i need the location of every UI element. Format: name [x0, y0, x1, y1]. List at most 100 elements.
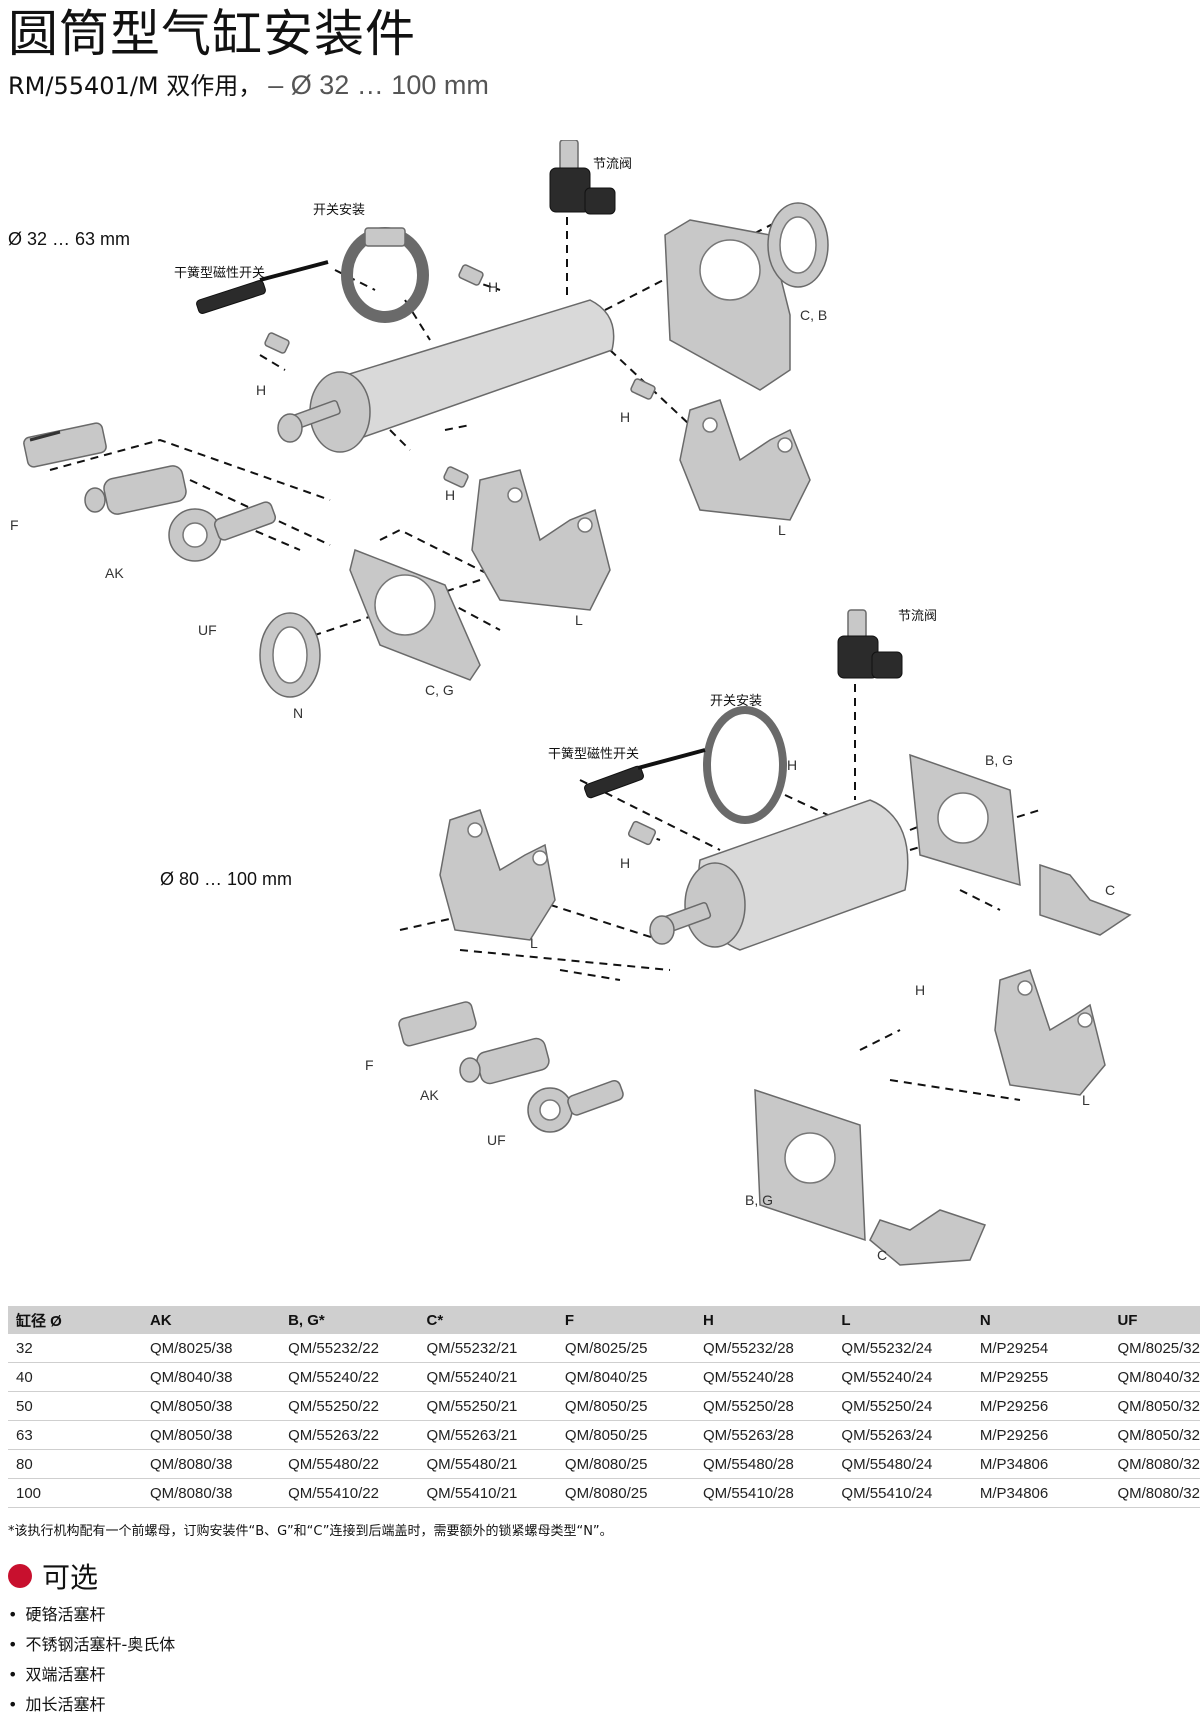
table-cell: QM/8050/25: [556, 1391, 695, 1421]
page-title: 圆筒型气缸安装件: [8, 5, 416, 63]
label-c-2: C: [877, 1247, 887, 1263]
red-bullet-icon: [8, 1564, 32, 1588]
lock-nut-n-upper: [259, 612, 321, 698]
switch-mount-label-upper: 开关安装: [313, 203, 365, 218]
table-cell: M/P29254: [971, 1334, 1110, 1363]
table-cell: QM/55263/24: [833, 1420, 972, 1450]
table-cell: QM/8025/25: [556, 1334, 695, 1363]
col-ak: AK: [141, 1306, 281, 1334]
list-item: 双端活塞杆: [8, 1660, 175, 1690]
table-cell: QM/55480/22: [280, 1449, 419, 1479]
rod-eye-uf-upper: [168, 501, 277, 562]
table-cell: QM/55250/21: [418, 1391, 557, 1421]
cylinder-upper: [277, 299, 615, 453]
options-heading: 可选: [8, 1556, 98, 1596]
table-cell: QM/55250/24: [833, 1391, 972, 1421]
table-cell: QM/8050/25: [556, 1420, 695, 1450]
options-title: 可选: [42, 1561, 99, 1594]
table-cell: QM/55480/24: [833, 1449, 972, 1479]
rod-eye-uf-lower: [527, 1079, 624, 1133]
col-h: H: [695, 1306, 834, 1334]
label-h-4: H: [445, 487, 455, 503]
table-cell: 40: [8, 1362, 142, 1392]
bore-range: – Ø 32 … 100 mm: [268, 70, 489, 100]
label-bg-1: B, G: [985, 752, 1013, 768]
table-cell: QM/55250/28: [695, 1391, 834, 1421]
table-cell: QM/55263/28: [695, 1420, 834, 1450]
list-item: 不锈钢活塞杆-奥氏体: [8, 1630, 175, 1660]
exploded-assembly-diagram: Ø 32 … 63 mm 节流阀 开关安装 干簧型磁性开关: [8, 140, 1132, 1266]
table-cell: QM/8040/32: [1109, 1362, 1200, 1392]
reed-switch-upper: [196, 260, 329, 314]
label-cb: C, B: [800, 307, 827, 323]
label-bg-2: B, G: [745, 1192, 773, 1208]
table-cell: QM/8050/38: [141, 1420, 281, 1450]
model-text: RM/55401/M 双作用，: [8, 72, 263, 100]
table-cell: QM/55232/24: [833, 1334, 972, 1363]
label-uf-1: UF: [198, 622, 217, 638]
table-cell: M/P29255: [971, 1362, 1110, 1392]
label-h-1: H: [488, 279, 498, 295]
table-cell: QM/8025/38: [141, 1334, 281, 1363]
table-cell: 63: [8, 1420, 142, 1450]
reed-switch-lower: [584, 748, 706, 799]
table-cell: QM/8050/32: [1109, 1420, 1200, 1450]
col-c: C*: [418, 1306, 557, 1334]
label-h-3: H: [620, 409, 630, 425]
table-cell: QM/55410/28: [695, 1478, 834, 1508]
label-l-2: L: [575, 612, 583, 628]
col-bore: 缸径 Ø: [8, 1306, 142, 1334]
table-cell: QM/8080/32: [1109, 1478, 1200, 1508]
options-list: 硬铬活塞杆 不锈钢活塞杆-奥氏体 双端活塞杆 加长活塞杆: [8, 1600, 175, 1720]
label-f-2: F: [365, 1057, 374, 1073]
table-cell: QM/55263/22: [280, 1420, 419, 1450]
rod-adapter-ak-upper: [84, 465, 187, 515]
throttle-valve-label-lower: 节流阀: [898, 609, 937, 624]
bracket-c-lower-top: [1039, 863, 1132, 936]
table-cell: 80: [8, 1449, 142, 1479]
label-c-1: C: [1105, 882, 1115, 898]
bracket-c-lower-bottom: [869, 1209, 987, 1266]
table-cell: QM/55240/28: [695, 1362, 834, 1392]
table-cell: QM/55480/28: [695, 1449, 834, 1479]
label-l-4: L: [1082, 1092, 1090, 1108]
l-bracket-upper-right: [679, 399, 811, 521]
table-cell: QM/8040/38: [141, 1362, 281, 1392]
table-cell: QM/8080/25: [556, 1449, 695, 1479]
table-cell: QM/55232/21: [418, 1334, 557, 1363]
upper-group-label: Ø 32 … 63 mm: [8, 229, 130, 249]
table-cell: 100: [8, 1478, 142, 1508]
table-cell: M/P29256: [971, 1420, 1110, 1450]
table-cell: QM/8040/25: [556, 1362, 695, 1392]
table-footnote: *该执行机构配有一个前螺母，订购安装件“B、G”和“C”连接到后端盖时，需要额外…: [8, 1524, 613, 1539]
reed-switch-label-upper: 干簧型磁性开关: [174, 265, 265, 281]
label-ak-2: AK: [420, 1087, 439, 1103]
col-l: L: [833, 1306, 972, 1334]
rod-clevis-f-upper: [23, 422, 107, 468]
label-uf-2: UF: [487, 1132, 506, 1148]
lower-group-label: Ø 80 … 100 mm: [160, 869, 292, 889]
table-cell: M/P29256: [971, 1391, 1110, 1421]
throttle-valve-label-upper: 节流阀: [593, 157, 632, 172]
label-h-6: H: [915, 982, 925, 998]
table-cell: QM/55480/21: [418, 1449, 557, 1479]
table-cell: QM/8025/32: [1109, 1334, 1200, 1363]
label-ak-1: AK: [105, 565, 124, 581]
throttle-valve-lower: [837, 609, 903, 679]
table-cell: QM/8080/38: [141, 1449, 281, 1479]
table-cell: QM/8050/32: [1109, 1391, 1200, 1421]
label-l-1: L: [778, 522, 786, 538]
table-cell: QM/8080/32: [1109, 1449, 1200, 1479]
switch-mount-label-lower: 开关安装: [710, 694, 762, 709]
l-bracket-lower-left: [439, 809, 556, 941]
label-h-7: H: [620, 855, 630, 871]
throttle-valve-upper: [549, 140, 616, 215]
flange-cg-upper: [349, 548, 481, 681]
table-cell: QM/8080/25: [556, 1478, 695, 1508]
label-cg: C, G: [425, 682, 454, 698]
rod-clevis-f-lower: [398, 1001, 477, 1047]
screws-upper: [264, 264, 656, 488]
